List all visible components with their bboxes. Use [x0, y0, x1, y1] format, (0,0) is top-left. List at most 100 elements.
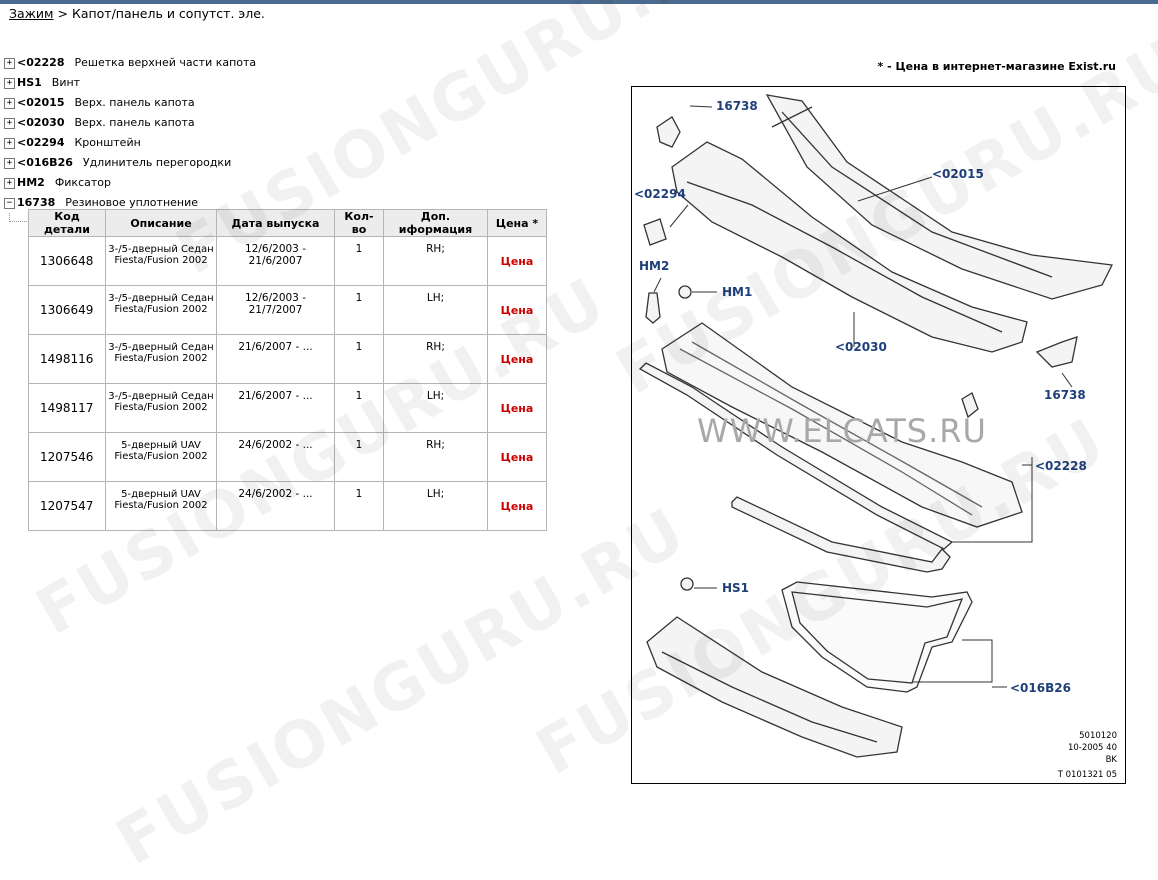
price-cell: Цена: [487, 334, 547, 384]
release-date: 21/6/2007 - ...: [216, 383, 335, 433]
callout-hm2[interactable]: HM2: [639, 259, 670, 273]
expand-icon[interactable]: +: [4, 117, 15, 129]
release-date: 21/6/2007 - ...: [216, 334, 335, 384]
diagram-drawing: [638, 94, 1113, 758]
price-cell: Цена: [487, 383, 547, 433]
breadcrumb-link-clamp[interactable]: Зажим: [9, 6, 54, 21]
tree-item-16738[interactable]: −16738 Резиновое уплотнение: [4, 193, 256, 213]
tree-item-label: Фиксатор: [54, 176, 111, 189]
callout-02030[interactable]: <02030: [835, 340, 887, 354]
expand-icon[interactable]: +: [4, 57, 15, 69]
description-line: 3-/5-дверный Седан: [108, 391, 214, 402]
column-header-date: Дата выпуска: [216, 209, 335, 237]
extra-info: RH;: [383, 432, 488, 482]
diagram-footer-line: 10-2005 40: [1067, 743, 1117, 753]
tree-item-code[interactable]: 16738: [17, 196, 56, 209]
tree-item-016b26[interactable]: +<016B26 Удлинитель перегородки: [4, 153, 256, 173]
price-link[interactable]: Цена: [500, 303, 534, 317]
tree-item-label: Верх. панель капота: [74, 96, 195, 109]
watermark: FUSIONGURU.RU: [104, 493, 700, 880]
expand-icon[interactable]: +: [4, 97, 15, 109]
release-date: 24/6/2002 - ...: [216, 432, 335, 482]
tree-item-hs1[interactable]: +HS1 Винт: [4, 73, 256, 93]
diagram-footer-line: BK: [1105, 755, 1117, 765]
tree-item-hm2[interactable]: +HM2 Фиксатор: [4, 173, 256, 193]
tree-item-02030[interactable]: +<02030 Верх. панель капота: [4, 113, 256, 133]
tree-item-label: Винт: [51, 76, 81, 89]
quantity: 1: [334, 481, 384, 531]
callout-02228[interactable]: <02228: [1035, 459, 1087, 473]
description-line: 5-дверный UAV: [121, 440, 201, 451]
extra-info: LH;: [383, 383, 488, 433]
callout-02015[interactable]: <02015: [932, 167, 984, 181]
price-link[interactable]: Цена: [500, 254, 534, 268]
price-cell: Цена: [487, 285, 547, 335]
price-link[interactable]: Цена: [500, 401, 534, 415]
expand-icon[interactable]: +: [4, 157, 15, 169]
description-line: Fiesta/Fusion 2002: [114, 451, 208, 462]
diagram-footer-line: 5010120: [1079, 731, 1117, 741]
part-code: 1306648: [28, 236, 106, 286]
part-code: 1498116: [28, 334, 106, 384]
breadcrumb-separator: >: [57, 6, 68, 21]
callout-02294[interactable]: <02294: [634, 187, 686, 201]
price-note: * - Цена в интернет-магазине Exist.ru: [877, 60, 1117, 73]
price-link[interactable]: Цена: [500, 352, 534, 366]
tree-item-code[interactable]: HS1: [17, 76, 42, 89]
breadcrumb: Зажим > Капот/панель и сопутст. эле.: [9, 6, 265, 21]
quantity: 1: [334, 334, 384, 384]
parts-table: Код детали Описание Дата выпуска Кол-во …: [28, 209, 547, 531]
callout-16738[interactable]: 16738: [716, 99, 758, 113]
release-date: 24/6/2002 - ...: [216, 481, 335, 531]
tree-item-label: Резиновое уплотнение: [65, 196, 199, 209]
callout-16738-right[interactable]: 16738: [1044, 388, 1086, 402]
tree-item-code[interactable]: <02228: [17, 56, 65, 69]
tree-item-label: Верх. панель капота: [74, 116, 195, 129]
callout-016b26[interactable]: <016B26: [1010, 681, 1071, 695]
price-link[interactable]: Цена: [500, 499, 534, 513]
expand-icon[interactable]: +: [4, 137, 15, 149]
description-line: Fiesta/Fusion 2002: [114, 304, 208, 315]
description-line: Fiesta/Fusion 2002: [114, 402, 208, 413]
top-bar: [0, 0, 1158, 4]
release-date: 12/6/2003 - 21/6/2007: [216, 236, 335, 286]
price-link[interactable]: Цена: [500, 450, 534, 464]
description-line: Fiesta/Fusion 2002: [114, 353, 208, 364]
expand-icon[interactable]: +: [4, 77, 15, 89]
description-line: Fiesta/Fusion 2002: [114, 255, 208, 266]
part-code: 1498117: [28, 383, 106, 433]
extra-info: LH;: [383, 285, 488, 335]
column-header-code: Код детали: [28, 209, 106, 237]
price-cell: Цена: [487, 236, 547, 286]
tree-item-code[interactable]: <02030: [17, 116, 65, 129]
table-header-row: Код детали Описание Дата выпуска Кол-во …: [28, 209, 547, 237]
description-line: Fiesta/Fusion 2002: [114, 500, 208, 511]
callout-hm1[interactable]: HM1: [722, 285, 753, 299]
tree-item-02015[interactable]: +<02015 Верх. панель капота: [4, 93, 256, 113]
tree-item-code[interactable]: <02294: [17, 136, 65, 149]
expand-icon[interactable]: +: [4, 177, 15, 189]
extra-info: RH;: [383, 236, 488, 286]
column-header-price: Цена *: [487, 209, 547, 237]
tree-item-code[interactable]: <02015: [17, 96, 65, 109]
callout-hs1[interactable]: HS1: [722, 581, 750, 595]
quantity: 1: [334, 432, 384, 482]
part-code: 1207547: [28, 481, 106, 531]
elcats-watermark: WWW.ELCATS.RU: [697, 412, 987, 450]
description-line: 3-/5-дверный Седан: [108, 342, 214, 353]
tree-item-code[interactable]: HM2: [17, 176, 45, 189]
description-line: 3-/5-дверный Седан: [108, 244, 214, 255]
tree-item-code[interactable]: <016B26: [17, 156, 73, 169]
collapse-icon[interactable]: −: [4, 197, 15, 209]
tree-item-label: Удлинитель перегородки: [82, 156, 232, 169]
